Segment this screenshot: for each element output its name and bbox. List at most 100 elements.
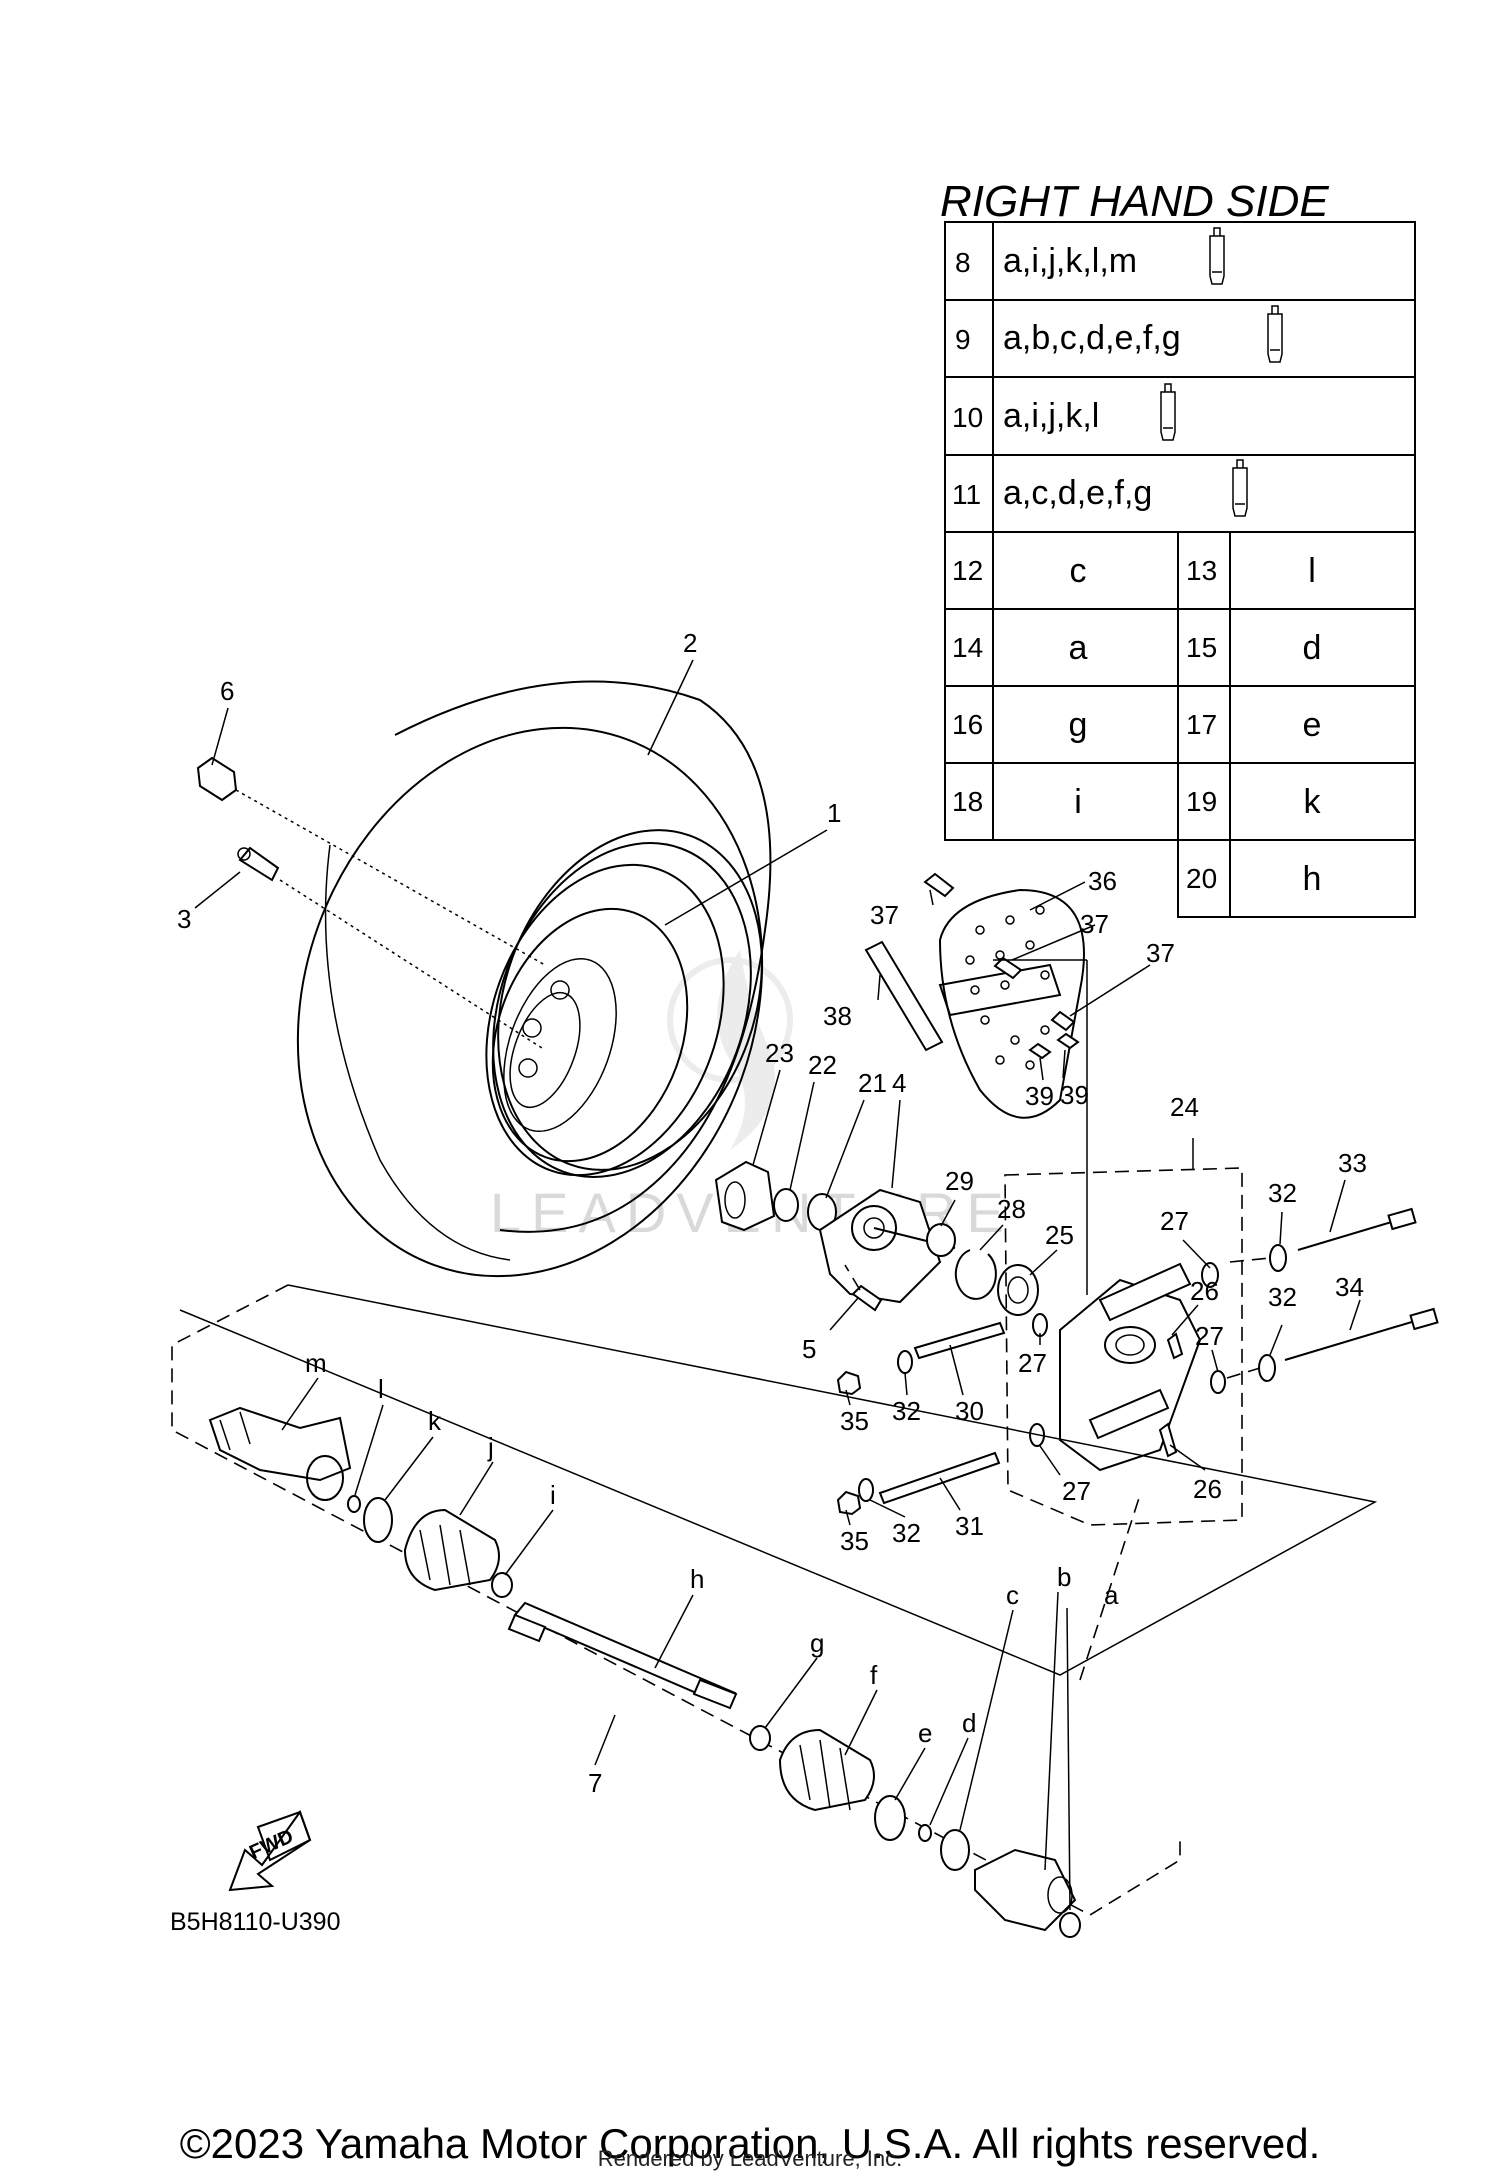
callout-6: 6 (220, 676, 234, 706)
callout-28: 28 (997, 1194, 1026, 1224)
callout-m: m (305, 1348, 327, 1378)
callout-i: i (550, 1480, 556, 1510)
callout-1: 1 (827, 798, 841, 828)
callout-30: 30 (955, 1396, 984, 1426)
shaft-31 (878, 1451, 1001, 1505)
oil-seal-29 (926, 1223, 956, 1257)
cv-joint-outer-m (208, 1406, 352, 1501)
table-cell-value: c (1070, 552, 1087, 590)
table-cell-value: e (1303, 706, 1322, 744)
table-cell-num: 12 (952, 555, 983, 586)
callout-3: 3 (177, 904, 191, 934)
fwd-arrow-icon: FWD (228, 1809, 312, 1892)
bolt-39-a (1028, 1042, 1052, 1060)
washer-22 (773, 1188, 799, 1222)
callout-34: 34 (1335, 1272, 1364, 1302)
callout-l: l (378, 1374, 384, 1404)
rendered-by-notice: Rendered by LeadVenture, Inc. (597, 2146, 903, 2171)
callout-38: 38 (823, 1001, 852, 1031)
tire-and-wheel (296, 680, 772, 1278)
table-row-text: a,b,c,d,e,f,g (1003, 319, 1181, 357)
table-cell-num: 16 (952, 709, 983, 740)
callout-35b: 35 (840, 1526, 869, 1556)
shaft-h (507, 1601, 738, 1710)
circlip-d (918, 1824, 932, 1842)
callout-37c: 37 (1146, 938, 1175, 968)
nut-35-b (836, 1490, 862, 1516)
callout-e: e (918, 1718, 932, 1748)
bushing-27-b (1032, 1313, 1048, 1337)
band-e (874, 1795, 906, 1841)
callout-27c: 27 (1018, 1348, 1047, 1378)
knuckle-group-box (1004, 1167, 1243, 1526)
circlip-a (1059, 1912, 1081, 1938)
callout-j: j (487, 1432, 494, 1462)
table-cell-value: d (1303, 629, 1322, 667)
callout-c: c (1006, 1580, 1019, 1610)
callout-29: 29 (945, 1166, 974, 1196)
callout-g: g (810, 1628, 824, 1658)
table-cell-num: 17 (1186, 709, 1217, 740)
table-cell-value: g (1069, 706, 1088, 744)
callout-27d: 27 (1062, 1476, 1091, 1506)
callout-32b: 32 (1268, 1282, 1297, 1312)
table-cell-num: 13 (1186, 555, 1217, 586)
band-i (491, 1572, 513, 1598)
grease-tube-icon (1160, 383, 1176, 441)
callout-37b: 37 (1080, 909, 1109, 939)
callout-22: 22 (808, 1050, 837, 1080)
callout-39b: 39 (1060, 1080, 1089, 1110)
table-cell-num: 15 (1186, 632, 1217, 663)
washer-32-a (1269, 1244, 1287, 1272)
table-cell-value: k (1304, 783, 1322, 821)
callout-35a: 35 (840, 1406, 869, 1436)
circlip-c (940, 1829, 970, 1871)
shaft-30 (913, 1321, 1006, 1360)
callout-d: d (962, 1708, 976, 1738)
bearing-25 (997, 1264, 1039, 1316)
callout-4: 4 (892, 1068, 906, 1098)
right-hand-side-table: RIGHT HAND SIDE 8 a,i,j,k,l,m 9 a,b,c,d,… (940, 177, 1416, 918)
grease-tube-icon (1209, 227, 1225, 285)
band-g (749, 1725, 771, 1751)
bolt-37-top (923, 872, 955, 898)
bushing-27-a (1201, 1262, 1219, 1288)
circlip-l (347, 1495, 361, 1513)
bushing-27-c (1210, 1370, 1226, 1394)
callout-b: b (1057, 1562, 1071, 1592)
bolt-37-right (1050, 1010, 1076, 1032)
callout-31: 31 (955, 1511, 984, 1541)
washer-32-d (858, 1478, 874, 1502)
callout-26b: 26 (1193, 1474, 1222, 1504)
callout-27b: 27 (1195, 1321, 1224, 1351)
callout-2: 2 (683, 628, 697, 658)
washer-32-b (1258, 1354, 1276, 1382)
table-row-num: 8 (955, 247, 971, 278)
circlip-28 (954, 1249, 997, 1300)
cv-joint-inner-b (974, 1848, 1077, 1932)
callout-21: 21 (858, 1068, 887, 1098)
valve-stem (237, 846, 280, 882)
table-cell-num: 20 (1186, 863, 1217, 894)
table-row-num: 9 (955, 324, 971, 355)
bolt-33 (1297, 1217, 1406, 1251)
hub-nut (714, 1160, 776, 1232)
callout-32c: 32 (892, 1396, 921, 1426)
table-row-num: 10 (952, 402, 983, 433)
diagram-code: B5H8110-U390 (170, 1908, 340, 1936)
grease-tube-icon (1267, 305, 1283, 363)
washer-32-c (897, 1350, 913, 1374)
table-cell-value: a (1069, 629, 1088, 667)
table-row-text: a,c,d,e,f,g (1003, 474, 1152, 512)
callout-k: k (428, 1406, 442, 1436)
band-k (363, 1497, 393, 1543)
callout-37a: 37 (870, 900, 899, 930)
knuckle-24 (1059, 1262, 1202, 1472)
table-row-text: a,i,j,k,l (1003, 397, 1099, 435)
callout-27a: 27 (1160, 1206, 1189, 1236)
callout-25: 25 (1045, 1220, 1074, 1250)
boot-j (403, 1508, 500, 1592)
bracket-38 (864, 940, 944, 1052)
driveshaft-group-box (171, 1284, 1181, 1916)
